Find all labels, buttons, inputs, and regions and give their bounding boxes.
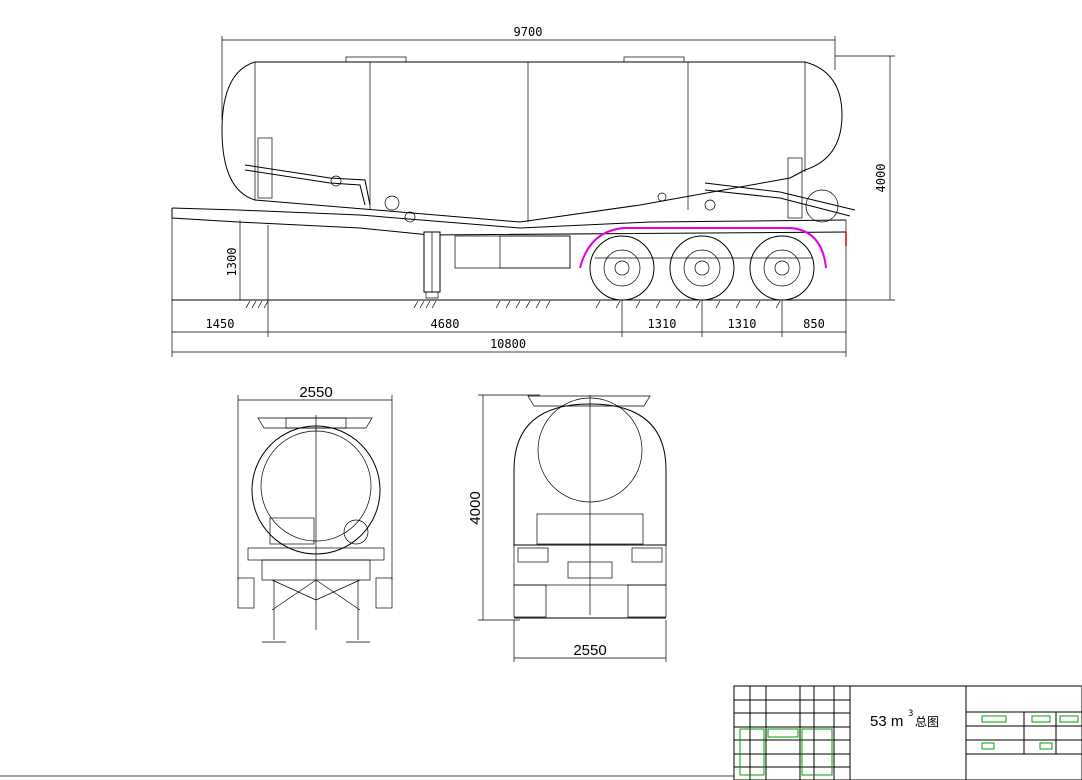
wheel-axle-2 [669, 235, 735, 301]
title-suffix: 总图 [915, 715, 939, 729]
dim-axle-2: 1310 [728, 317, 757, 331]
dim-fifth-wheel-height: 1300 [225, 248, 239, 277]
rear-height-dim: 4000 [467, 491, 484, 524]
wheel-axle-3 [749, 235, 815, 301]
rear-width-dim: 2550 [573, 642, 606, 659]
wheel-axle-1 [589, 235, 655, 301]
dim-overall-length-top: 9700 [514, 25, 543, 39]
title-superscript: 3 [908, 709, 913, 719]
title-main: 53 m [870, 713, 903, 730]
dim-axle-1: 1310 [648, 317, 677, 331]
dim-front: 1450 [206, 317, 235, 331]
front-width-dim: 2550 [299, 384, 332, 401]
dim-overall-length: 10800 [490, 337, 526, 351]
side-view: 9700 4000 1300 1450 4680 1310 1310 850 1… [171, 25, 895, 357]
fender-highlight [579, 227, 827, 269]
front-view: 2550 [237, 384, 393, 643]
tank-body [221, 61, 843, 223]
rear-view: 4000 2550 [467, 394, 667, 662]
title-block: 53 m 3 总图 [733, 685, 1082, 780]
dim-overall-height: 4000 [874, 164, 888, 193]
dim-mid: 4680 [431, 317, 460, 331]
dim-rear: 850 [803, 317, 825, 331]
